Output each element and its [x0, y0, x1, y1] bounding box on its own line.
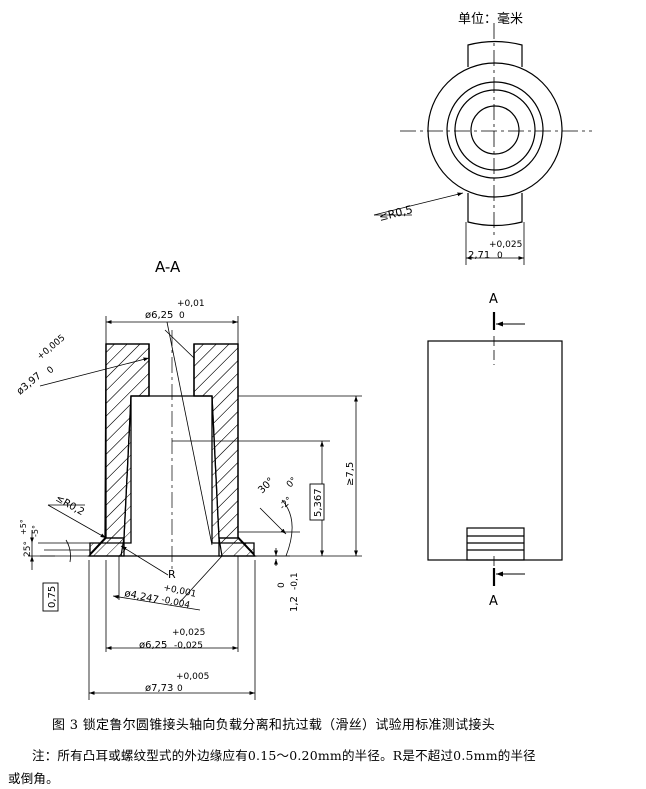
top-view — [373, 23, 592, 265]
dim-d625-bot-tol-low: -0,025 — [174, 641, 203, 651]
dim-d773-tol-low: 0 — [177, 684, 183, 694]
dim-h075: 0,75 — [47, 586, 58, 608]
section-label: A-A — [155, 258, 181, 276]
dim-h12-tol-low: -0,1 — [290, 572, 300, 590]
unit-label: 单位：毫米 — [458, 11, 523, 27]
view-arrow-top-label: A — [489, 292, 498, 307]
dim-d625-top-value: ø6,25 — [145, 310, 173, 321]
dim-h12-value: 1,2 — [289, 596, 300, 612]
dim-angle30-tol-up: 0° — [285, 476, 299, 490]
dim-d397-value: ø3,97 — [15, 371, 44, 398]
dim-angle25-tol-low: -5° — [31, 525, 40, 537]
dim-h5367: 5,367 — [313, 488, 324, 517]
side-view — [427, 312, 563, 586]
dim-angle30-tol-low: -2° — [278, 496, 295, 513]
r-label: R — [168, 568, 176, 581]
dim-top-sr: ≤R0,5 — [378, 203, 414, 224]
dim-top-width-tol-low: 0 — [497, 251, 503, 261]
dim-d625-bot-value: ø6,25 — [139, 640, 167, 651]
dim-d397-tol-low: 0 — [46, 365, 57, 377]
dim-d625-top-tol-low: 0 — [179, 311, 185, 321]
dim-angle25-value: 25° — [23, 541, 33, 557]
dim-d4247-value: ø4,247 — [123, 588, 159, 606]
dim-d773-tol-up: +0,005 — [176, 672, 209, 682]
section-dimensions — [28, 316, 362, 700]
dim-d773-value: ø7,73 — [145, 683, 173, 694]
dim-sr02: ≤R0,2 — [54, 493, 87, 518]
box-5367 — [309, 483, 325, 521]
dim-d397-tol-up: +0,005 — [36, 333, 68, 362]
box-075 — [42, 582, 59, 612]
figure-caption: 图 3 锁定鲁尔圆锥接头轴向负载分离和抗过载（滑丝）试验用标准测试接头 — [52, 718, 496, 733]
view-arrow-bottom-label: A — [489, 594, 498, 609]
section-view — [87, 330, 257, 570]
dim-h75: ≥7,5 — [345, 462, 356, 486]
dim-angle25-tol-up: +5° — [19, 519, 28, 535]
dim-top-width-value: 2,71 — [468, 250, 490, 261]
dim-angle30-value: 30° — [256, 476, 276, 496]
note-line-1: 注：所有凸耳或螺纹型式的外边缘应有0.15～0.20mm的半径。R是不超过0.5… — [32, 748, 536, 763]
dim-d625-bot-tol-up: +0,025 — [172, 628, 205, 638]
note-line-2: 或倒角。 — [8, 771, 59, 786]
dim-h12-tol-up: 0 — [277, 582, 287, 588]
dim-d625-top-tol-up: +0,01 — [177, 299, 205, 309]
dim-top-width-tol-up: +0,025 — [489, 240, 522, 250]
